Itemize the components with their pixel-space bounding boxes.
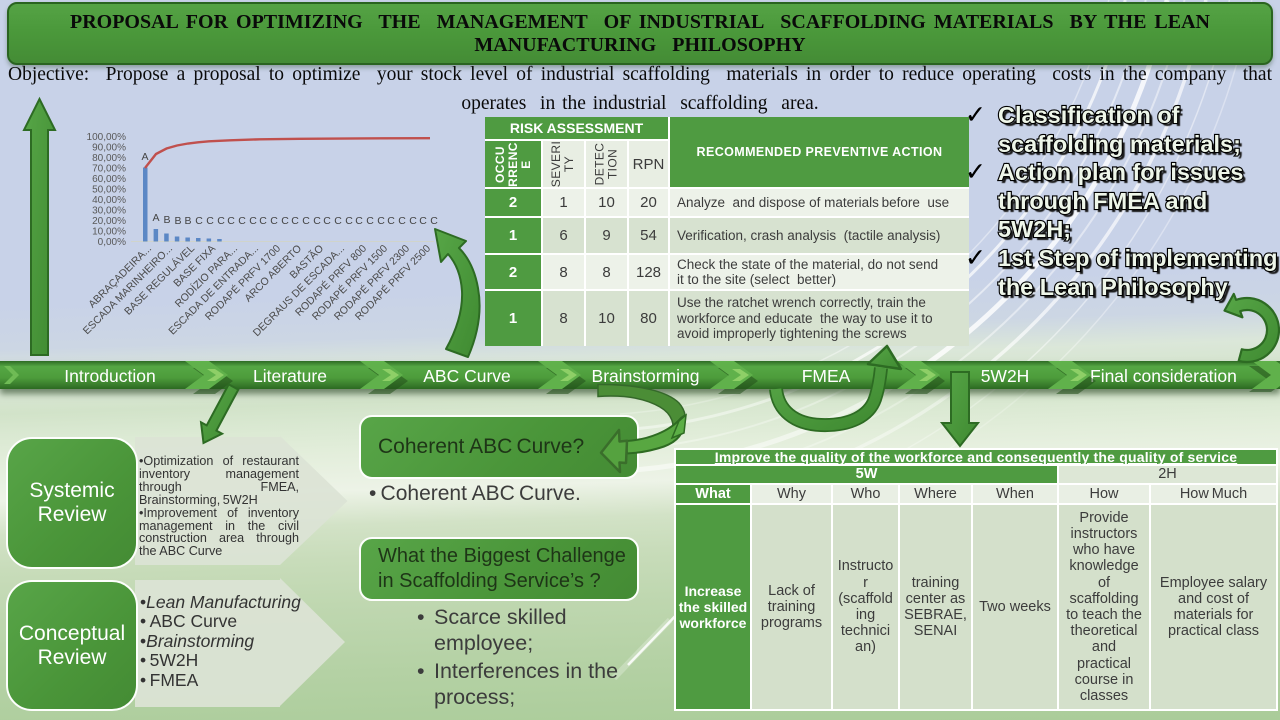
svg-text:B: B	[184, 215, 191, 227]
svg-text:40,00%: 40,00%	[92, 195, 126, 206]
svg-text:C: C	[323, 215, 331, 227]
svg-text:C: C	[313, 215, 321, 227]
svg-text:10,00%: 10,00%	[92, 227, 126, 238]
svg-text:C: C	[206, 215, 214, 227]
svg-text:50,00%: 50,00%	[92, 185, 126, 196]
svg-text:100,00%: 100,00%	[87, 132, 127, 143]
svg-text:C: C	[345, 215, 353, 227]
svg-text:C: C	[387, 215, 395, 227]
svg-text:C: C	[291, 215, 299, 227]
svg-text:C: C	[195, 215, 203, 227]
svg-text:C: C	[419, 215, 427, 227]
svg-text:60,00%: 60,00%	[92, 174, 126, 185]
svg-text:ESCADA MARINHEIRO...: ESCADA MARINHEIRO...	[81, 243, 175, 337]
svg-text:20,00%: 20,00%	[92, 216, 126, 227]
svg-text:C: C	[281, 215, 289, 227]
svg-text:C: C	[238, 215, 246, 227]
svg-text:30,00%: 30,00%	[92, 206, 126, 217]
svg-text:80,00%: 80,00%	[92, 153, 126, 164]
svg-text:90,00%: 90,00%	[92, 143, 126, 154]
svg-text:C: C	[409, 215, 417, 227]
svg-text:C: C	[334, 215, 342, 227]
svg-text:C: C	[302, 215, 310, 227]
svg-text:C: C	[355, 215, 363, 227]
svg-text:C: C	[227, 215, 235, 227]
svg-text:B: B	[174, 215, 181, 227]
svg-text:C: C	[249, 215, 257, 227]
svg-text:A: A	[141, 151, 148, 163]
svg-text:C: C	[270, 215, 278, 227]
svg-text:A: A	[152, 212, 159, 224]
svg-text:C: C	[430, 215, 438, 227]
svg-text:C: C	[366, 215, 374, 227]
svg-text:B: B	[163, 214, 170, 226]
svg-text:70,00%: 70,00%	[92, 164, 126, 175]
svg-text:0,00%: 0,00%	[98, 237, 126, 248]
svg-text:C: C	[259, 215, 267, 227]
svg-text:C: C	[377, 215, 385, 227]
svg-text:C: C	[398, 215, 406, 227]
svg-text:C: C	[217, 215, 225, 227]
